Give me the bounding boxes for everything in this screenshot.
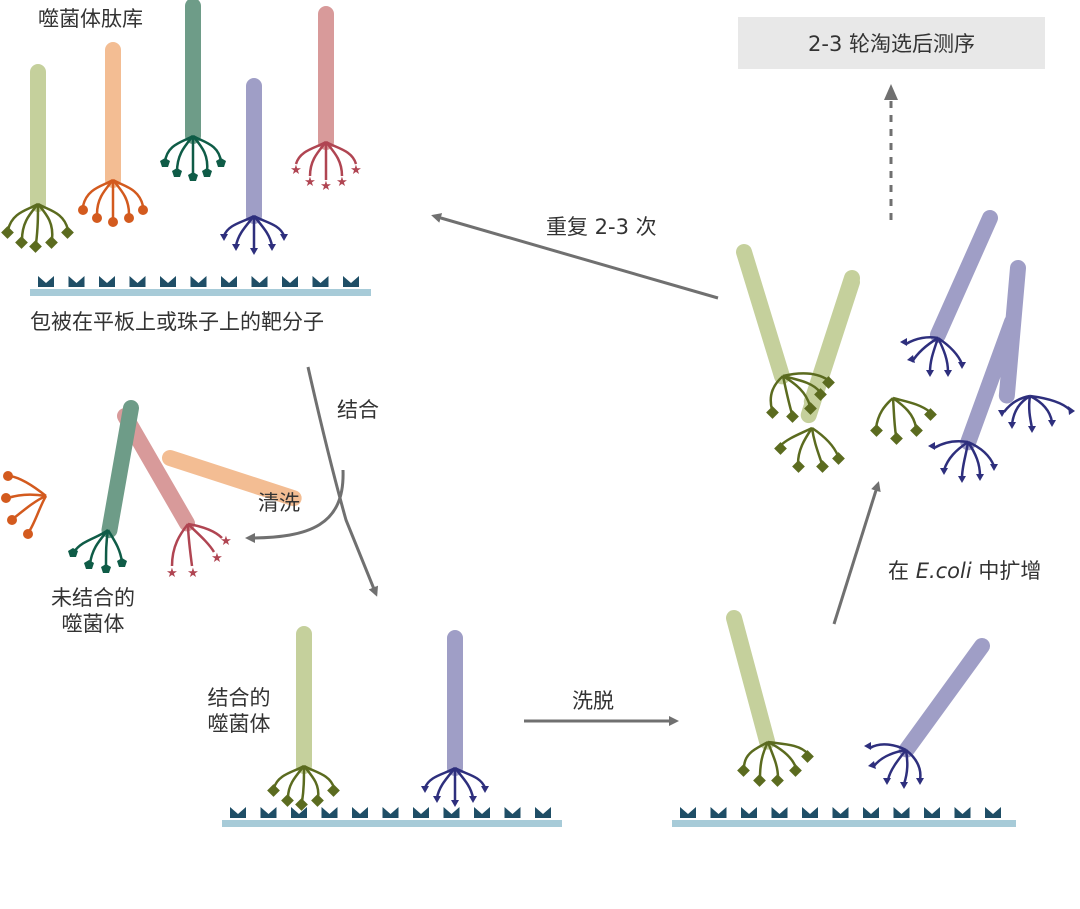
sequencing-arrow [884, 84, 898, 220]
target-molecule [99, 276, 115, 287]
target-molecule [924, 807, 940, 818]
target-molecule [741, 807, 757, 818]
unbound-label-line2: 噬菌体 [61, 612, 125, 637]
washing-label: 清洗 [258, 491, 300, 515]
target-molecule [985, 807, 1001, 818]
target-molecule [160, 276, 176, 287]
target-molecule [535, 807, 551, 818]
target-molecule [38, 276, 54, 287]
amplify-organism: E.coli [915, 559, 972, 583]
target-molecule [68, 276, 85, 287]
target-molecule [680, 807, 696, 818]
svg-text:★: ★ [211, 551, 223, 566]
eluted-phages [726, 610, 990, 789]
target-molecule [443, 807, 460, 818]
target-molecule [312, 276, 329, 287]
binding-arrow [306, 366, 379, 597]
phage-teal [160, 0, 226, 181]
svg-text:★: ★ [290, 163, 302, 178]
bound-phages [267, 626, 489, 811]
target-molecule [413, 807, 429, 818]
repeat-arrow [431, 213, 719, 300]
target-molecule [802, 807, 818, 818]
unbound-phages: ★ ★ ★ ★ [1, 400, 302, 581]
target-molecule [230, 807, 246, 818]
unbound-phage-label: 未结合的 噬菌体 [40, 585, 146, 638]
target-molecule [282, 276, 298, 287]
binding-label: 结合 [337, 398, 379, 422]
target-molecule [129, 276, 146, 287]
svg-text:★: ★ [336, 175, 348, 190]
sequencing-box: 2-3 轮淘选后测序 [738, 17, 1045, 69]
target-molecule-label: 包被在平板上或珠子上的靶分子 [30, 310, 324, 334]
target-molecule [832, 807, 849, 818]
target-molecule [260, 807, 277, 818]
target-molecule [352, 807, 368, 818]
library-label: 噬菌体肽库 [38, 7, 143, 31]
bound-label-line2: 噬菌体 [207, 712, 271, 737]
unbound-label-line1: 未结合的 [51, 586, 135, 610]
target-molecule [321, 807, 338, 818]
amplify-suffix: 中扩增 [971, 559, 1042, 583]
target-molecule [291, 807, 307, 818]
target-molecule [343, 276, 359, 287]
svg-text:★: ★ [304, 175, 316, 190]
bound-phage-label: 结合的 噬菌体 [198, 685, 280, 738]
svg-text:★: ★ [187, 566, 199, 581]
phage-pink: ★ ★ ★ ★ ★ [290, 6, 362, 194]
target-plate-right [672, 807, 1016, 827]
svg-text:★: ★ [350, 163, 362, 178]
amplify-label: 在 E.coli 中扩增 [888, 558, 1041, 584]
svg-text:★: ★ [166, 566, 178, 581]
phage-purple [220, 78, 288, 255]
phage-orange [78, 42, 148, 227]
sequencing-label: 2-3 轮淘选后测序 [808, 32, 975, 56]
repeat-label: 重复 2-3 次 [546, 215, 657, 239]
target-plate-middle [222, 807, 562, 827]
target-molecule [504, 807, 521, 818]
target-molecule [251, 276, 268, 287]
svg-text:★: ★ [220, 534, 232, 549]
target-plate-top [30, 276, 371, 296]
target-molecule [954, 807, 971, 818]
phage-library: ★ ★ ★ ★ ★ [1, 0, 362, 255]
target-molecule [771, 807, 788, 818]
amplify-prefix: 在 [888, 559, 916, 583]
target-molecule [221, 276, 237, 287]
target-molecule [382, 807, 399, 818]
amplified-phages [736, 210, 1075, 483]
elution-label: 洗脱 [572, 689, 614, 713]
phage-green [1, 64, 74, 253]
target-molecule [190, 276, 207, 287]
target-molecule [710, 807, 727, 818]
amplify-arrow [832, 481, 881, 625]
svg-text:★: ★ [320, 179, 332, 194]
bound-label-line1: 结合的 [207, 686, 271, 710]
washing-arrow [245, 469, 345, 543]
target-molecule [474, 807, 490, 818]
target-molecule [893, 807, 910, 818]
target-molecule [863, 807, 879, 818]
